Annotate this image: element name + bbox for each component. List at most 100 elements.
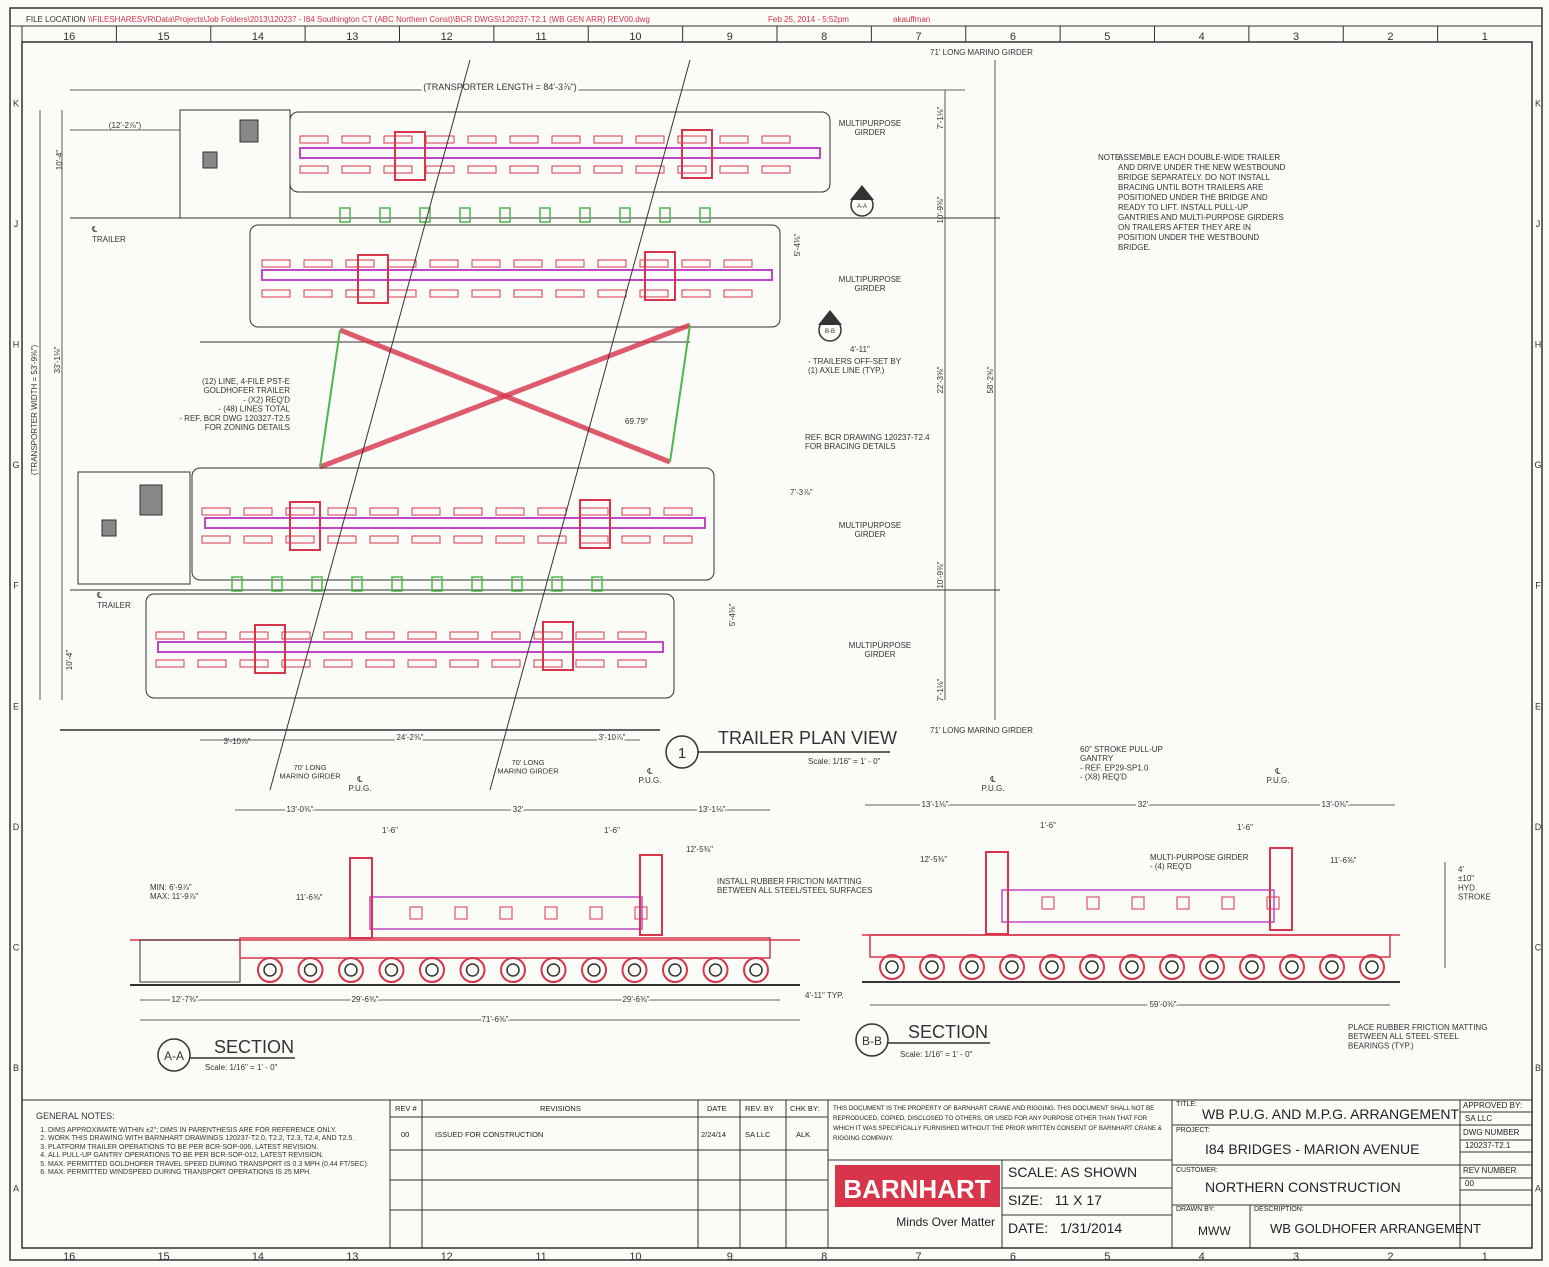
aa-dim-12-7: 12'-7⅜": [171, 995, 198, 1004]
bb-dim-13-0: 13'-0⅜": [1321, 800, 1348, 809]
rev-header-revby: REV. BY: [745, 1104, 774, 1113]
barnhart-logo: BARNHART Minds Over Matter: [835, 1165, 1000, 1229]
tb-dwg-label: DWG NUMBER: [1463, 1128, 1520, 1137]
tb-rev: 00: [1465, 1179, 1474, 1188]
grid-column-label: 2: [1387, 31, 1393, 43]
grid-column-label: 15: [157, 1251, 169, 1263]
trailer-label-2: TRAILER: [97, 601, 131, 610]
aa-dim-11-6: 11'-6⅜": [296, 893, 323, 902]
tb-customer-label: CUSTOMER:: [1176, 1167, 1218, 1174]
section-marker-aa: A-A: [850, 185, 874, 217]
grid-column-label: 7: [916, 31, 922, 43]
grid-row-label: A: [1535, 1184, 1541, 1194]
dim-22ft: 22'-3⅝": [936, 366, 945, 393]
dim-7-1a: 7'-1⅛": [936, 107, 945, 130]
section-aa: ℄P.U.G. ℄P.U.G. 13'-0⅜" 32' 13'-1⅛" 1'-6…: [130, 767, 872, 1072]
grid-column-label: 9: [727, 1251, 733, 1263]
view-number: 1: [678, 745, 686, 762]
grid-row-label: B: [13, 1063, 19, 1073]
grid-row-label: K: [13, 98, 19, 108]
grid-column-label: 4: [1199, 1251, 1205, 1263]
grid-column-label: 11: [535, 31, 546, 43]
offset-dim: 4'-11": [850, 345, 870, 354]
bottom-dim-1: 3'-10⅞": [223, 737, 250, 746]
tb-title: WB P.U.G. AND M.P.G. ARRANGEMENT: [1202, 1106, 1459, 1122]
dim-10ft-top: 10'-4": [55, 150, 64, 171]
grid-column-label: 5: [1104, 31, 1110, 43]
bottom-dim-2: 24'-2⅜": [396, 733, 423, 742]
grid-row-label: C: [1535, 943, 1542, 953]
tb-date: DATE: 1/31/2014: [1008, 1220, 1123, 1236]
general-note-item: PLATFORM TRAILER OPERATIONS TO BE PER BC…: [48, 1144, 381, 1153]
grid-row-label: J: [1536, 219, 1541, 229]
grid-row-label: J: [14, 219, 19, 229]
grid-row-label: E: [13, 701, 19, 711]
aa-dim-29a: 29'-6⅜": [351, 995, 378, 1004]
general-note-item: DIMS APPROXIMATE WITHIN ±2"; DIMS IN PAR…: [48, 1127, 381, 1136]
grid-row-label: D: [1535, 822, 1542, 832]
transporter-width-dim: (TRANSPORTER WIDTH = 53'-9⅝"): [30, 345, 39, 476]
trailer-1-cl: ℄: [91, 225, 98, 234]
bb-stroke: 4'±10"HYD.STROKE: [1458, 865, 1491, 902]
grid-column-label: 13: [346, 31, 358, 43]
general-notes-list: DIMS APPROXIMATE WITHIN ±2"; DIMS IN PAR…: [36, 1127, 381, 1178]
bb-dim-1-6a: 1'-6": [1040, 821, 1056, 830]
bb-dim-11-6: 11'-6⅜": [1330, 856, 1357, 865]
bb-tag: B-B: [862, 1034, 882, 1048]
bb-pug-right: ℄P.U.G.: [1267, 767, 1290, 785]
general-note-item: WORK THIS DRAWING WITH BARNHART DRAWINGS…: [48, 1135, 381, 1144]
title-block-lines: [22, 1099, 1532, 1249]
dim-12ft: (12'-2⅞"): [109, 121, 142, 130]
section-marker-bb: B-B: [818, 310, 842, 342]
rev-row-chkby: ALK: [796, 1130, 811, 1139]
grid-column-label: 5: [1104, 1251, 1110, 1263]
dim-7-3: 7'-3⅞": [790, 488, 813, 497]
rev-row-desc: ISSUED FOR CONSTRUCTION: [435, 1130, 544, 1139]
grid-row-label: F: [13, 581, 19, 591]
aa-tag: A-A: [164, 1049, 184, 1063]
general-notes-title: GENERAL NOTES:: [36, 1111, 115, 1121]
general-note-item: ALL PULL-UP GANTRY OPERATIONS TO BE PER …: [48, 1152, 381, 1161]
aa-minmax: MIN: 6'-9⅞"MAX: 11'-9⅞": [150, 883, 198, 901]
bb-dim-59: 59'-0⅜": [1149, 1000, 1176, 1009]
grid-column-label: 12: [441, 31, 453, 43]
dim-33ft: 33'-1⅛": [53, 346, 62, 373]
outer-border: [9, 7, 1543, 1261]
marino-top: 71' LONG MARINO GIRDER: [930, 48, 1033, 57]
bb-title: SECTION: [908, 1022, 988, 1042]
tb-dwg: 120237-T2.1: [1465, 1141, 1511, 1150]
grid-column-label: 10: [629, 31, 641, 43]
view-title: TRAILER PLAN VIEW: [718, 728, 897, 748]
tb-approved-label: APPROVED BY:: [1463, 1101, 1523, 1110]
bb-dim-1-6b: 1'-6": [1237, 823, 1253, 832]
aa-pug-right: ℄P.U.G.: [639, 767, 662, 785]
file-location-path: \\FILESHARESVR\Data\Projects\Job Folders…: [88, 15, 650, 24]
grid-column-label: 6: [1010, 1251, 1016, 1263]
dim-5-4a: 5'-4⅜": [793, 234, 802, 257]
view-scale: Scale: 1/16" = 1' - 0": [808, 757, 881, 766]
bb-typ: 4'-11" TYP.: [805, 991, 844, 1000]
tb-drawn-label: DRAWN BY:: [1176, 1206, 1216, 1213]
grid-column-label: 1: [1482, 1251, 1488, 1263]
grid-column-label: 13: [346, 1251, 358, 1263]
grid-row-label: D: [13, 822, 20, 832]
rev-header-chkby: CHK BY:: [790, 1104, 820, 1113]
grid-row-label: G: [1534, 460, 1541, 470]
tb-approved: SA LLC: [1465, 1114, 1493, 1123]
trailer-2-cl: ℄: [96, 591, 103, 600]
aa-dim-12-5: 12'-5⅜": [686, 845, 713, 854]
file-location-date: Feb 25, 2014 - 5:52pm: [768, 15, 849, 24]
grid-row-label: C: [13, 943, 20, 953]
grid-column-label: 11: [535, 1251, 546, 1263]
aa-dim-71: 71'-6⅜": [481, 1015, 508, 1024]
tb-customer: NORTHERN CONSTRUCTION: [1205, 1179, 1401, 1195]
tb-size: SIZE: 11 X 17: [1008, 1192, 1102, 1208]
grid-row-label: A: [13, 1184, 19, 1194]
